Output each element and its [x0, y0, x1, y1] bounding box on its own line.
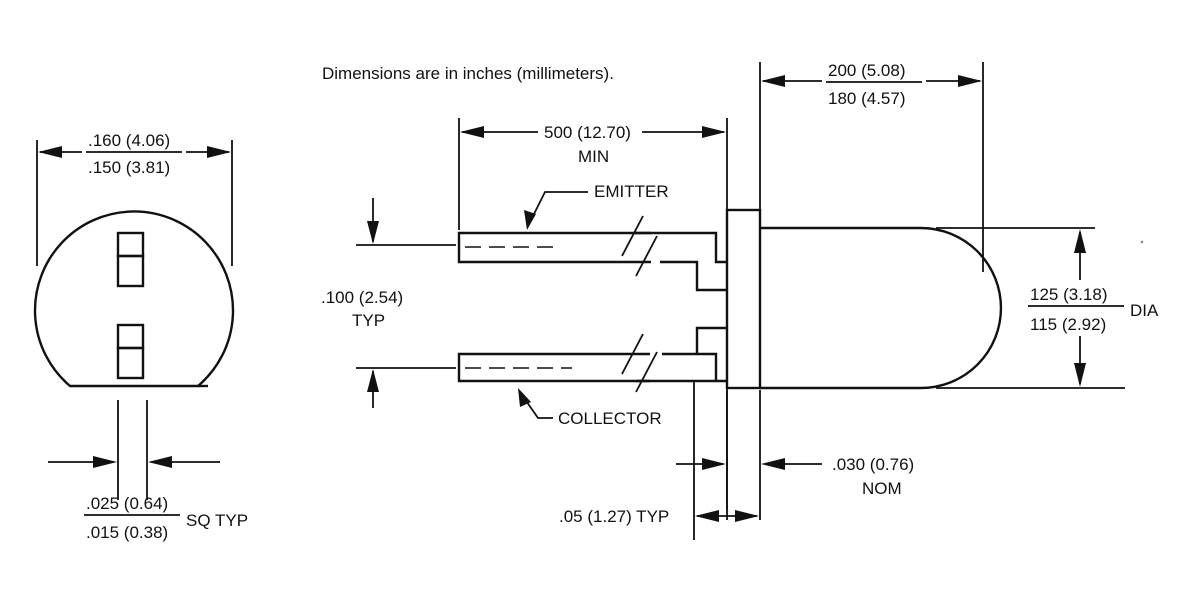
flange-note: NOM: [862, 479, 902, 498]
arrowhead: [518, 388, 531, 407]
collector-lead-outline-right: [636, 326, 727, 383]
arrowhead: [367, 221, 379, 244]
dimensions-note: Dimensions are in inches (millimeters).: [322, 64, 614, 83]
pitch-note: TYP: [352, 311, 385, 330]
arrowhead: [695, 510, 719, 522]
lead-offset-value: .05 (1.27) TYP: [559, 507, 669, 526]
arrowhead: [367, 369, 379, 392]
diameter-max: 125 (3.18): [1030, 285, 1108, 304]
collector-lead-break-mark: [621, 333, 644, 375]
package-lens: [760, 226, 1003, 390]
collector-label: COLLECTOR: [558, 409, 662, 428]
arrowhead: [460, 126, 484, 138]
arrowhead: [1074, 229, 1086, 253]
end-view-lead-collector-upper: [116, 323, 145, 350]
arrowhead: [524, 210, 536, 230]
arrowhead: [735, 510, 759, 522]
body-length-min: 180 (4.57): [828, 89, 906, 108]
arrowhead: [958, 75, 982, 87]
end-view: .160 (4.06) .150 (3.81) .025 (0.64) .015…: [33, 126, 248, 542]
arrowhead: [93, 456, 117, 468]
emitter-lead-outline: [457, 231, 651, 264]
arrowhead: [702, 126, 726, 138]
lead-size-suffix: SQ TYP: [186, 511, 248, 530]
diameter-label-mask: [1024, 280, 1128, 336]
arrowhead: [148, 456, 172, 468]
lead-length-label-mask: [538, 118, 642, 140]
end-view-width-max: .160 (4.06): [88, 131, 170, 150]
end-view-lead-emitter-upper: [116, 231, 145, 258]
emitter-lead-break-mark: [635, 235, 658, 277]
end-view-package-outline: [33, 210, 235, 388]
lead-size-min: .015 (0.38): [86, 523, 168, 542]
diameter-min: 115 (2.92): [1030, 315, 1106, 334]
package-flange: [725, 208, 762, 390]
arrowhead: [761, 75, 785, 87]
lead-length-note: MIN: [578, 147, 609, 166]
end-view-width-min: .150 (3.81): [88, 158, 170, 177]
pitch-value: .100 (2.54): [321, 288, 403, 307]
arrowhead: [1074, 363, 1086, 387]
lead-size-max: .025 (0.64): [86, 494, 168, 513]
flange-value: .030 (0.76): [832, 455, 914, 474]
body-length-max: 200 (5.08): [828, 61, 906, 80]
emitter-leader: [529, 191, 588, 223]
end-view-lead-emitter-lower: [116, 254, 145, 288]
emitter-label: EMITTER: [594, 182, 669, 201]
emitter-lead-break-mark: [621, 215, 644, 257]
arrowhead: [761, 458, 785, 470]
lead-length-value: 500 (12.70): [544, 123, 631, 142]
arrowhead: [38, 146, 62, 158]
collector-lead-break-mark: [635, 351, 658, 393]
scan-speck: [1140, 240, 1144, 244]
arrowhead: [207, 146, 231, 158]
emitter-lead-outline-right: [634, 231, 727, 292]
arrowhead: [702, 458, 726, 470]
diameter-suffix: DIA: [1130, 301, 1159, 320]
end-view-lead-collector-lower: [116, 346, 145, 380]
side-view: 500 (12.70) MIN 200 (5.08) 180 (4.57) EM…: [321, 56, 1159, 540]
collector-lead-outline: [457, 352, 650, 383]
